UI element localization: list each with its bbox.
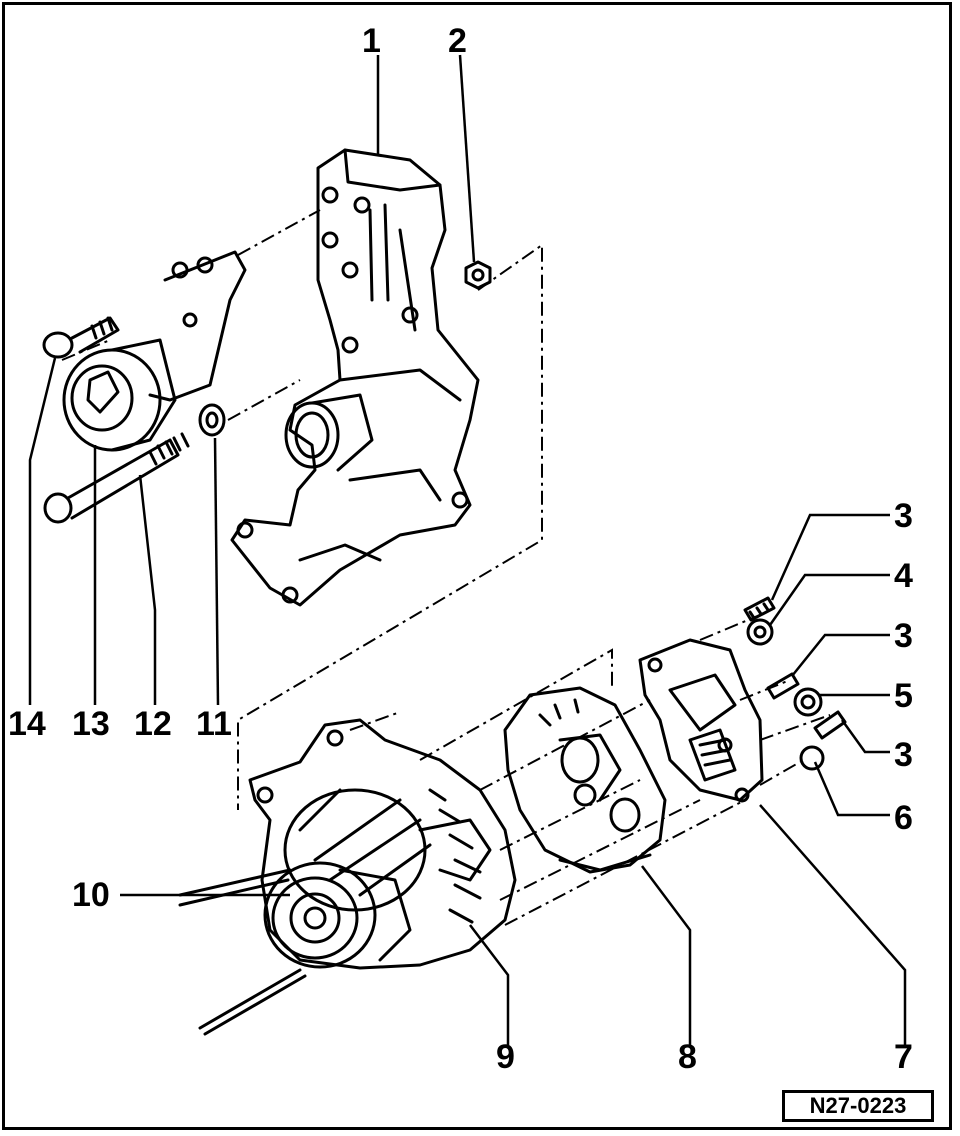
callout-8: 8 [678, 1038, 697, 1076]
callout-10: 10 [72, 876, 110, 914]
callout-5: 5 [894, 677, 913, 715]
part-9-alternator [248, 718, 517, 970]
part-3-screw-lower [813, 710, 847, 740]
part-12-long-bolt [43, 432, 190, 524]
part-7-regulator [638, 638, 764, 803]
callout-14: 14 [8, 705, 46, 743]
part-1-bracket [230, 148, 480, 607]
part-3-screw-middle [766, 672, 800, 700]
part-13-tensioner [62, 250, 247, 452]
part-3-screw-top [743, 596, 776, 622]
callout-2: 2 [448, 22, 467, 60]
part-6-nut [799, 745, 825, 771]
callout-3-lower: 3 [894, 736, 913, 774]
callout-3-top: 3 [894, 497, 913, 535]
callout-13: 13 [72, 705, 110, 743]
part-4-washer [746, 618, 774, 646]
leader-lines [28, 54, 907, 1045]
callout-12: 12 [134, 705, 172, 743]
part-10-belt [178, 868, 307, 1036]
callout-4: 4 [894, 557, 913, 595]
callout-11: 11 [196, 705, 232, 743]
callout-1: 1 [362, 22, 381, 60]
part-5-washer [793, 687, 823, 717]
callout-6: 6 [894, 799, 913, 837]
callout-3-middle: 3 [894, 617, 913, 655]
part-8-rear-cover [503, 686, 667, 874]
part-11-washer [198, 403, 226, 437]
callout-9: 9 [496, 1038, 515, 1076]
callout-7: 7 [894, 1038, 913, 1076]
part-14-bolt [42, 316, 120, 359]
assembly-lines [61, 209, 831, 926]
callout-labels: 1 2 3 4 3 5 3 6 7 8 9 10 11 12 13 14 [8, 22, 913, 1076]
figure-reference-number: N27-0223 [782, 1090, 934, 1122]
part-2-nut [464, 260, 492, 290]
